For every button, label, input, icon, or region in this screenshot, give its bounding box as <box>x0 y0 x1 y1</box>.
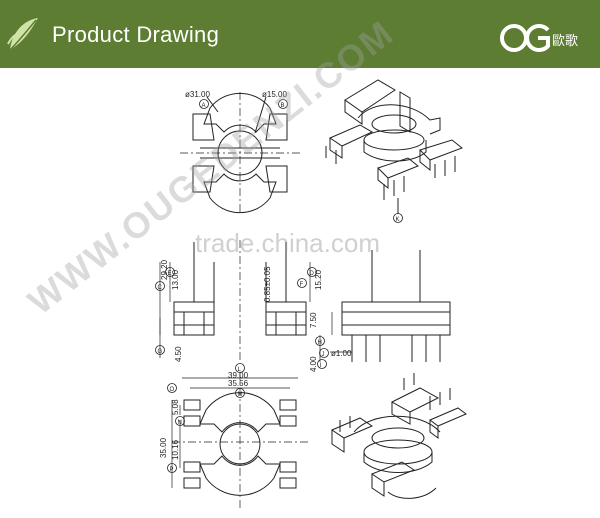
iso-view-top <box>325 79 463 223</box>
side-view-left <box>155 240 317 360</box>
dim-j: ø1.00 <box>331 349 352 358</box>
label-j: J <box>322 352 325 358</box>
top-view <box>180 92 300 214</box>
dim-i: 4.00 <box>309 356 318 372</box>
bottom-view <box>167 363 310 510</box>
label-l: L <box>238 367 242 373</box>
watermark-center: trade.china.com <box>195 228 380 258</box>
label-h: H <box>318 340 322 346</box>
label-a: A <box>202 103 206 109</box>
logo-text: 歐歌 <box>552 34 579 49</box>
label-k: K <box>396 217 400 223</box>
dim-e: 13.00 <box>171 269 180 290</box>
iso-view-bottom <box>330 373 467 499</box>
dim-d: 15.20 <box>314 269 323 290</box>
leaf-icon <box>7 18 38 51</box>
label-n: N <box>178 420 182 426</box>
front-view-right <box>315 250 451 369</box>
dim-m: 35.56 <box>228 379 249 388</box>
label-e: E <box>168 271 172 277</box>
label-f: F <box>300 282 304 288</box>
dim-o: 5.08 <box>171 399 180 415</box>
og-logo-icon <box>500 24 550 52</box>
dim-g: 4.50 <box>174 346 183 362</box>
dim-l: 39.00 <box>228 371 249 380</box>
dim-c: 29.20 <box>160 259 169 280</box>
dim-b: ø15.00 <box>262 90 287 99</box>
label-o: O <box>170 387 175 393</box>
dim-a: ø31.00 <box>185 90 210 99</box>
label-c: C <box>158 285 163 291</box>
page-title: Product Drawing <box>52 22 220 47</box>
label-d: D <box>310 271 315 277</box>
technical-drawing: ø31.00 ø15.00 A B <box>155 79 467 510</box>
label-i: I <box>320 363 322 369</box>
label-m: M <box>238 392 243 398</box>
brand-logo: 歐歌 <box>500 20 592 56</box>
dim-f: 0.85±0.05 <box>263 266 272 302</box>
dim-h: 7.50 <box>309 312 318 328</box>
header-bar: Product Drawing 歐歌 <box>0 0 600 68</box>
label-p: P <box>170 467 174 473</box>
dim-p: 35.00 <box>159 437 168 458</box>
label-g: G <box>158 349 163 355</box>
dim-n: 10.16 <box>171 439 180 460</box>
label-b: B <box>281 103 285 109</box>
